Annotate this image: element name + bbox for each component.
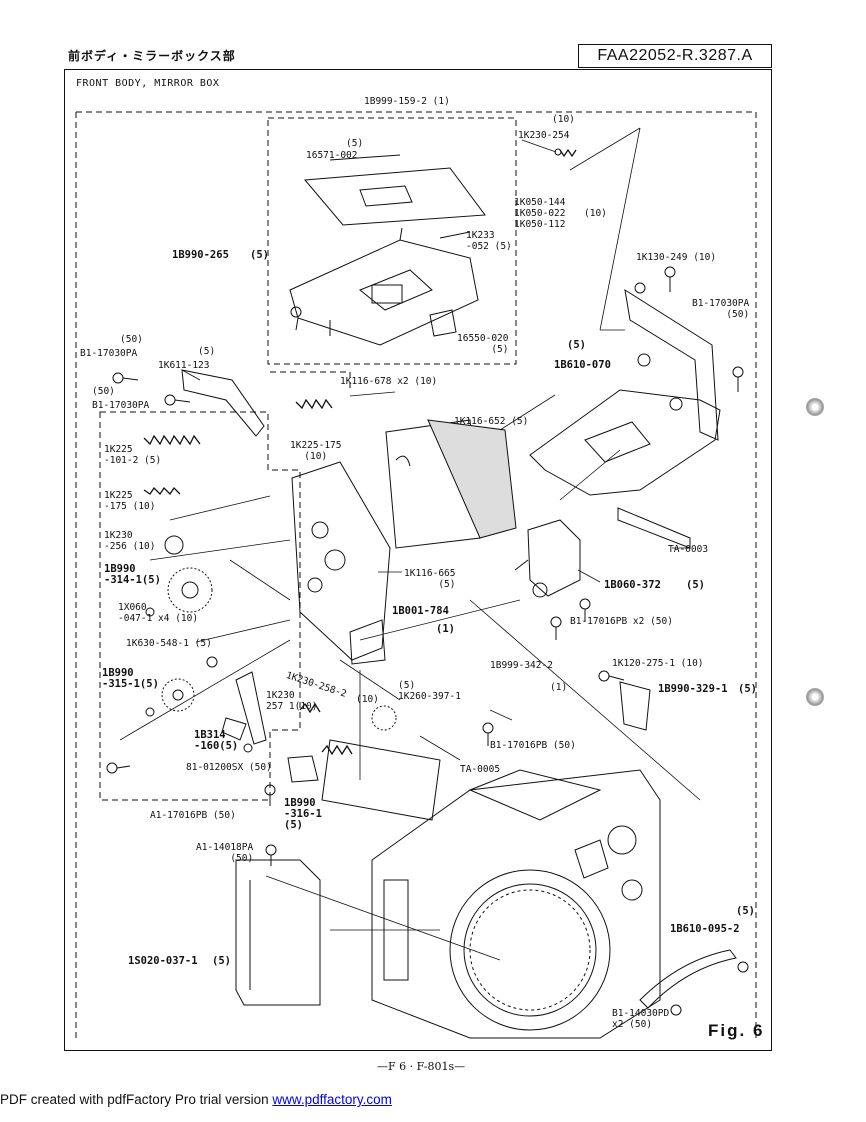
label-1k233: 1K233 -052 (5) (466, 230, 512, 252)
pdffactory-link[interactable]: www.pdffactory.com (272, 1092, 392, 1107)
label-81-14030pd: B1-14030PD x2 (50) (612, 1008, 670, 1030)
screws (106, 148, 749, 1016)
gears (161, 535, 397, 731)
label-1s020-037-1: 1S020-037-1 (128, 955, 198, 967)
label-81-17016pb-x2: B1-17016PB x2 (50) (570, 616, 673, 627)
curtain-arc-part (639, 949, 737, 1009)
label-1k130-249: 1K130-249 (10) (636, 252, 717, 263)
levers (181, 369, 651, 783)
pdf-creator-note: PDF created with pdfFactory Pro trial ve… (0, 1092, 392, 1107)
label-1b990-316-1: 1B990 -316-1 (5) (284, 797, 322, 831)
label-1b990-314-1: 1B990 -314-1(5) (104, 563, 161, 586)
label-qty-5-1b060: (5) (686, 579, 705, 591)
focusing-screen (303, 154, 486, 226)
label-qty-5-1k611: (5) (198, 346, 216, 357)
label-qty-1-1b001: (1) (436, 623, 455, 635)
label-qty-1-1b999-342: (1) (550, 682, 568, 693)
label-1k225-175-left: 1K225 -175 (10) (104, 490, 156, 512)
binder-hole-mark-lower (806, 688, 824, 706)
label-1b990-265: 1B990-265 (172, 249, 229, 261)
label-qty-5-1b990-265: (5) (250, 249, 269, 261)
assembly-group-outlines (75, 111, 757, 1038)
label-1k630-548-1: 1K630-548-1 (5) (126, 638, 212, 649)
label-1b060-372: 1B060-372 (604, 579, 661, 591)
springs (143, 148, 577, 756)
label-1b001-784: 1B001-784 (392, 605, 449, 617)
label-16550-020: 16550-020 (5) (457, 333, 509, 355)
label-1k120-275-1: 1K120-275-1 (10) (612, 658, 704, 669)
front-body-casting (371, 769, 661, 1039)
diagram-frame (64, 69, 772, 1051)
diagram-subtitle: FRONT BODY, MIRROR BOX (76, 78, 220, 89)
ta-0003-strip (617, 507, 691, 549)
label-1b314-160: 1B314 -160(5) (194, 729, 239, 752)
label-qty-5-1b610-095: (5) (736, 905, 755, 917)
label-81-17030pa-right: B1-17030PA (50) (692, 298, 750, 320)
document-code-box: FAA22052-R.3287.A (578, 44, 772, 68)
label-qty-5-1b610: (5) (567, 339, 586, 351)
label-qty-5-1s020: (5) (212, 955, 231, 967)
header-title-jp: 前ボディ・ミラーボックス部 (68, 49, 236, 63)
charge-lever-bracket (514, 519, 581, 598)
label-16571-002: 16571-002 (306, 150, 358, 161)
label-1k230-257: 1K230 257 1(10) (266, 690, 318, 712)
label-1k050-group: 1K050-144 1K050-022 1K050-112 (514, 197, 566, 230)
label-81-17016pb-mid: B1-17016PB (50) (490, 740, 576, 751)
label-a1-17016pb: A1-17016PB (50) (150, 810, 236, 821)
label-1k230-256: 1K230 -256 (10) (104, 530, 156, 552)
label-qty-5-1b990-329: (5) (738, 683, 757, 695)
label-1b610-095-2: 1B610-095-2 (670, 923, 740, 935)
label-qty-50-tl: (50) (120, 334, 143, 345)
label-qty-10-group: (10) (584, 208, 607, 219)
label-qty-50-l2: (50) (92, 386, 115, 397)
figure-label: Fig. 6 (708, 1021, 765, 1040)
label-1k116-678: 1K116-678 x2 (10) (340, 376, 438, 387)
top-cover-bracket (529, 282, 721, 496)
label-1k230-254: 1K230-254 (518, 130, 570, 141)
label-ta-0003: TA-0003 (668, 544, 709, 555)
label-1k260-397-1: (5) 1K260-397-1 (398, 680, 461, 702)
label-1b990-329-1: 1B990-329-1 (658, 683, 728, 695)
label-1k611-123: 1K611-123 (158, 360, 210, 371)
label-81-17030pa-l2: B1-17030PA (92, 400, 150, 411)
label-1b999-342-2: 1B999-342-2 (490, 660, 553, 671)
front-cover-plate (235, 739, 441, 1006)
label-1b990-315-1: 1B990 -315-1(5) (102, 667, 159, 690)
label-81-17030pa-tl: B1-17030PA (80, 348, 138, 359)
mirror-frame-plate (289, 227, 479, 346)
label-1k116-665: 1K116-665 (5) (404, 568, 456, 590)
binder-hole-mark-upper (806, 398, 824, 416)
mirror-box-main-body (291, 461, 391, 665)
label-top-assembly: 1B999-159-2 (1) (364, 96, 450, 107)
label-a1-14018pa: A1-14018PA (50) (196, 842, 254, 864)
label-qty-10-top: (10) (552, 114, 575, 125)
label-1k225-175-mid: 1K225-175 (10) (290, 440, 342, 462)
pdf-note-text: PDF created with pdfFactory Pro trial ve… (0, 1092, 273, 1107)
label-81-01200sx: 81-01200SX (50) (186, 762, 272, 773)
label-1x060-047-1: 1X060 -047-1 x4 (10) (118, 602, 199, 624)
label-1k116-652: 1K116-652 (5) (454, 416, 529, 427)
label-ta-0005: TA-0005 (460, 764, 501, 775)
label-1b610-070: 1B610-070 (554, 359, 611, 371)
leader-lines (119, 127, 701, 961)
light-seal-plate (385, 419, 517, 549)
label-1k225-101-2: 1K225 -101-2 (5) (104, 444, 162, 466)
label-qty-5-screen: (5) (346, 138, 364, 149)
page-footer-code: —F 6 · F-801s— (377, 1060, 466, 1073)
label-qty-10-258: (10) (356, 694, 379, 705)
